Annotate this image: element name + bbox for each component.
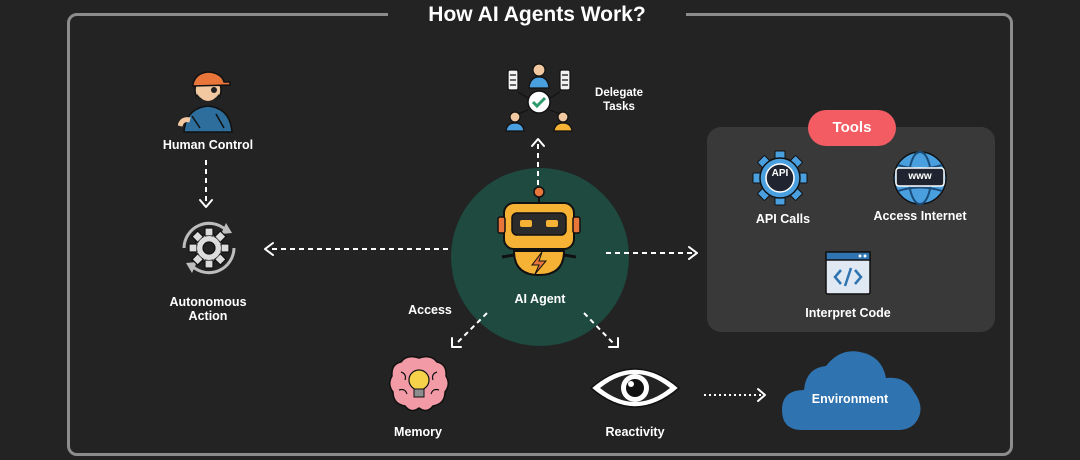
person-icon bbox=[178, 71, 233, 133]
autonomous-action-label: Autonomous Action bbox=[150, 295, 266, 323]
delegate-icon bbox=[505, 63, 573, 132]
tools-title: Tools bbox=[808, 110, 896, 146]
environment-label: Environment bbox=[811, 392, 889, 406]
human-control-label: Human Control bbox=[162, 138, 254, 152]
reactivity-label: Reactivity bbox=[605, 425, 665, 439]
autonomous-line2: Action bbox=[188, 309, 228, 323]
api-gear-icon bbox=[752, 150, 808, 206]
api-calls-label: API Calls bbox=[755, 212, 811, 226]
tools-panel bbox=[707, 127, 995, 332]
www-badge-text: www bbox=[908, 171, 932, 182]
autonomous-line1: Autonomous bbox=[169, 295, 247, 309]
delegate-line2: Tasks bbox=[603, 101, 635, 113]
page-title: How AI Agents Work? bbox=[388, 0, 686, 30]
gear-cycle-icon bbox=[182, 221, 236, 275]
interpret-code-label: Interpret Code bbox=[805, 306, 891, 320]
brain-icon bbox=[389, 355, 449, 412]
delegate-tasks-label: Delegate Tasks bbox=[583, 86, 655, 114]
robot-icon bbox=[497, 186, 581, 277]
delegate-line1: Delegate bbox=[595, 87, 643, 99]
cloud-icon bbox=[782, 351, 921, 430]
memory-label: Memory bbox=[394, 425, 442, 439]
eye-icon bbox=[589, 368, 681, 408]
globe-icon bbox=[893, 151, 947, 205]
access-label: Access bbox=[408, 303, 452, 317]
access-internet-label: Access Internet bbox=[873, 209, 967, 223]
api-badge-text: API bbox=[771, 168, 789, 179]
ai-agent-label: AI Agent bbox=[514, 292, 566, 306]
code-window-icon bbox=[825, 251, 871, 295]
